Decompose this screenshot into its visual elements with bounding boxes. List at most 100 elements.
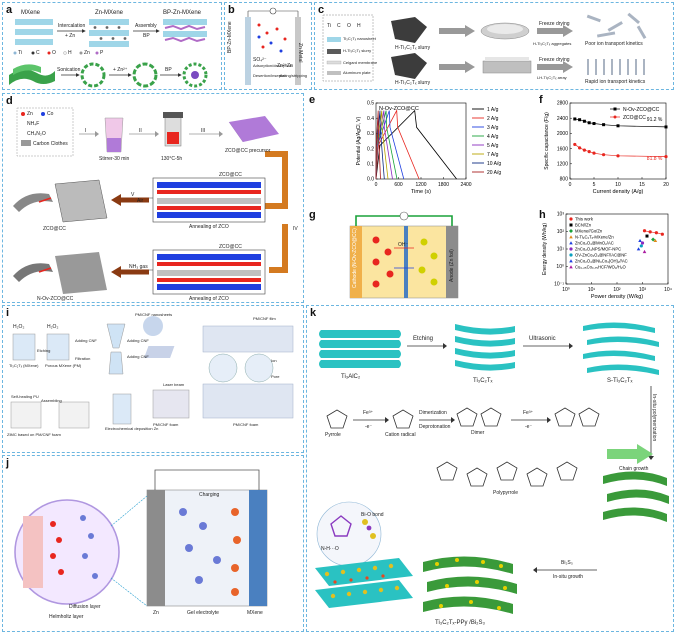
h-ytick-label: 10⁰ xyxy=(556,264,564,270)
e-ytick-label: 0.5 xyxy=(367,101,374,107)
h-legend-label: ZnCo₂O₄NPS/MOF-NPC xyxy=(575,247,621,252)
h-xtick-label: 10¹ xyxy=(588,287,596,293)
s-ti3c2tx-sheets xyxy=(583,322,659,375)
k-ti3alc2: Ti₃AlC₂ xyxy=(341,374,360,380)
d-precursor: ZCO@CC precursor xyxy=(225,148,270,154)
c-legend-c: C xyxy=(337,23,341,29)
e-legend-label: 1 A/g xyxy=(487,107,499,113)
i-etching: Etching xyxy=(37,348,50,353)
k-ultrasonic: Ultrasonic xyxy=(529,336,556,342)
f-xtick-label: 20 xyxy=(663,182,669,188)
i-electrochem: Electrochemical deposition Zn xyxy=(105,426,158,431)
d-step-ii: II xyxy=(139,128,142,134)
f-ytick-label: 2400 xyxy=(557,116,568,122)
h-point xyxy=(638,239,642,242)
f-legend-label: N-Ov-ZCO@CC xyxy=(623,107,660,113)
b-plating: plating/stripping xyxy=(279,73,307,78)
j-helmholtz: Helmholtz layer xyxy=(49,614,83,620)
e-xtick-label: 1800 xyxy=(438,182,449,188)
i-nanosheets: PM/CNF nanosheets xyxy=(135,312,172,317)
d-legend-co: Co xyxy=(47,111,53,117)
panel-g-art xyxy=(306,208,534,303)
f-point xyxy=(583,149,586,152)
bi2s3-grown-sheets xyxy=(423,556,517,614)
e-legend-label: 2 A/g xyxy=(487,116,499,122)
sheet-clusters xyxy=(82,64,206,86)
f-point xyxy=(602,123,605,126)
f-point xyxy=(573,117,576,120)
e-series-line xyxy=(376,111,457,179)
i-foam-2: PM/CNF foam xyxy=(233,422,258,427)
c-slurry-1: H-Ti₃C₂Tₓ slurry xyxy=(395,45,430,51)
f-xtick-label: 5 xyxy=(593,182,596,188)
h-point xyxy=(661,233,664,236)
h-point xyxy=(645,235,648,238)
f-ytick-label: 800 xyxy=(560,177,569,183)
c-array: LH-Ti₃C₂Tₓ array xyxy=(537,75,567,80)
f-point xyxy=(573,143,576,146)
i-ion: Ion xyxy=(271,358,277,363)
h-xtick-label: 10³ xyxy=(639,287,647,293)
k-product: Ti₃C₂Tₓ-PPy /Bi₂S₃ xyxy=(435,620,485,626)
h-legend-marker xyxy=(569,235,573,238)
d-n-zco: N-Ov-ZCO@CC xyxy=(37,296,73,302)
d-air: Air xyxy=(137,198,143,204)
title-mxene: MXene xyxy=(21,10,40,16)
k-fe-2: Fe³⁺ xyxy=(523,410,533,416)
mxene-sheets xyxy=(9,64,55,85)
d-nh3: NH₃ gas xyxy=(129,264,148,270)
i-h2o2-2: H₂O₂ xyxy=(47,324,58,330)
k-cation: Cation radical xyxy=(385,432,416,438)
legend-o: O xyxy=(52,50,56,56)
e-ytick-label: 0.3 xyxy=(367,131,374,137)
g-oh: OH⁻ xyxy=(398,242,408,248)
j-zn: Zn xyxy=(153,610,159,616)
panel-k: k xyxy=(306,305,674,632)
k-dimerization: Dimerization xyxy=(419,410,447,416)
i-porous: Porous MXene (PM) xyxy=(45,363,81,368)
c-poor: Poor ion transport kinetics xyxy=(585,41,643,47)
e-ytick-label: 0.0 xyxy=(367,177,374,183)
f-ytick-label: 1200 xyxy=(557,162,568,168)
h-legend-label: ZnCo₂O₄@MnO₂/AC xyxy=(575,241,614,246)
c-legend-h: H xyxy=(357,23,361,29)
i-adding-cnf-3: Adding CNF xyxy=(127,354,149,359)
h-ytick-label: 10³ xyxy=(557,212,565,218)
f-point xyxy=(578,146,581,149)
e-title: N-Ov-ZCO@CC xyxy=(379,106,419,112)
h-point xyxy=(641,241,644,244)
d-hydro: 130°C-5h xyxy=(161,156,182,162)
j-gel: Gel electrolyte xyxy=(187,610,219,616)
d-annealing-1: Annealing of ZCO xyxy=(189,224,229,230)
h-xtick-label: 10⁴ xyxy=(664,287,672,293)
h-legend-marker xyxy=(569,253,572,256)
e-xtick-label: 600 xyxy=(394,182,403,188)
h-legend-marker xyxy=(569,259,573,262)
k-bio: Bi-O bond xyxy=(361,512,384,518)
legend-h: H xyxy=(68,50,72,56)
k-bi2s3: Bi₂S₃ xyxy=(561,560,573,566)
panel-c: c Ti C O H Ti₃C₂Tₓ nanosheet H-Ti₃C₂Tₓ s… xyxy=(314,2,674,90)
step-intercalation-sub: + Zn xyxy=(65,33,75,39)
polypyrrole-chain xyxy=(437,462,577,486)
i-zimc: ZIMC based on PM/CNF foam xyxy=(7,432,61,437)
h-xlabel: Power density (W/kg) xyxy=(591,294,643,300)
ti3c2tx-stack xyxy=(455,324,515,371)
f-ytick-label: 1600 xyxy=(557,146,568,152)
i-filtration: Filtration xyxy=(75,356,90,361)
k-insitu: In-situ polymerization xyxy=(651,394,657,441)
k-pyrrole: Pyrrole xyxy=(325,432,341,438)
h-legend-label: Cu₀.₂₅Co₀.₇₅HCF/WO₃/H₂O xyxy=(575,265,626,270)
h-ylabel: Energy density (Wh/kg) xyxy=(542,223,548,275)
i-pu: Self-healing PU xyxy=(11,394,39,399)
f-ylabel: Specific capacitance (F/g) xyxy=(544,112,550,170)
title-zn-mxene: Zn-MXene xyxy=(95,10,123,16)
f-xtick-label: 10 xyxy=(615,182,621,188)
c-freeze-2: Freeze drying xyxy=(539,57,570,63)
b-right-label: Zn Metal xyxy=(297,43,303,62)
k-s-ti3c2tx: S-Ti₃C₂Tₓ xyxy=(607,378,633,384)
b-zn: Zn xyxy=(287,63,293,69)
panel-f: f 0510152080012001600200024002800Current… xyxy=(536,93,674,205)
e-ytick-label: 0.1 xyxy=(367,162,374,168)
